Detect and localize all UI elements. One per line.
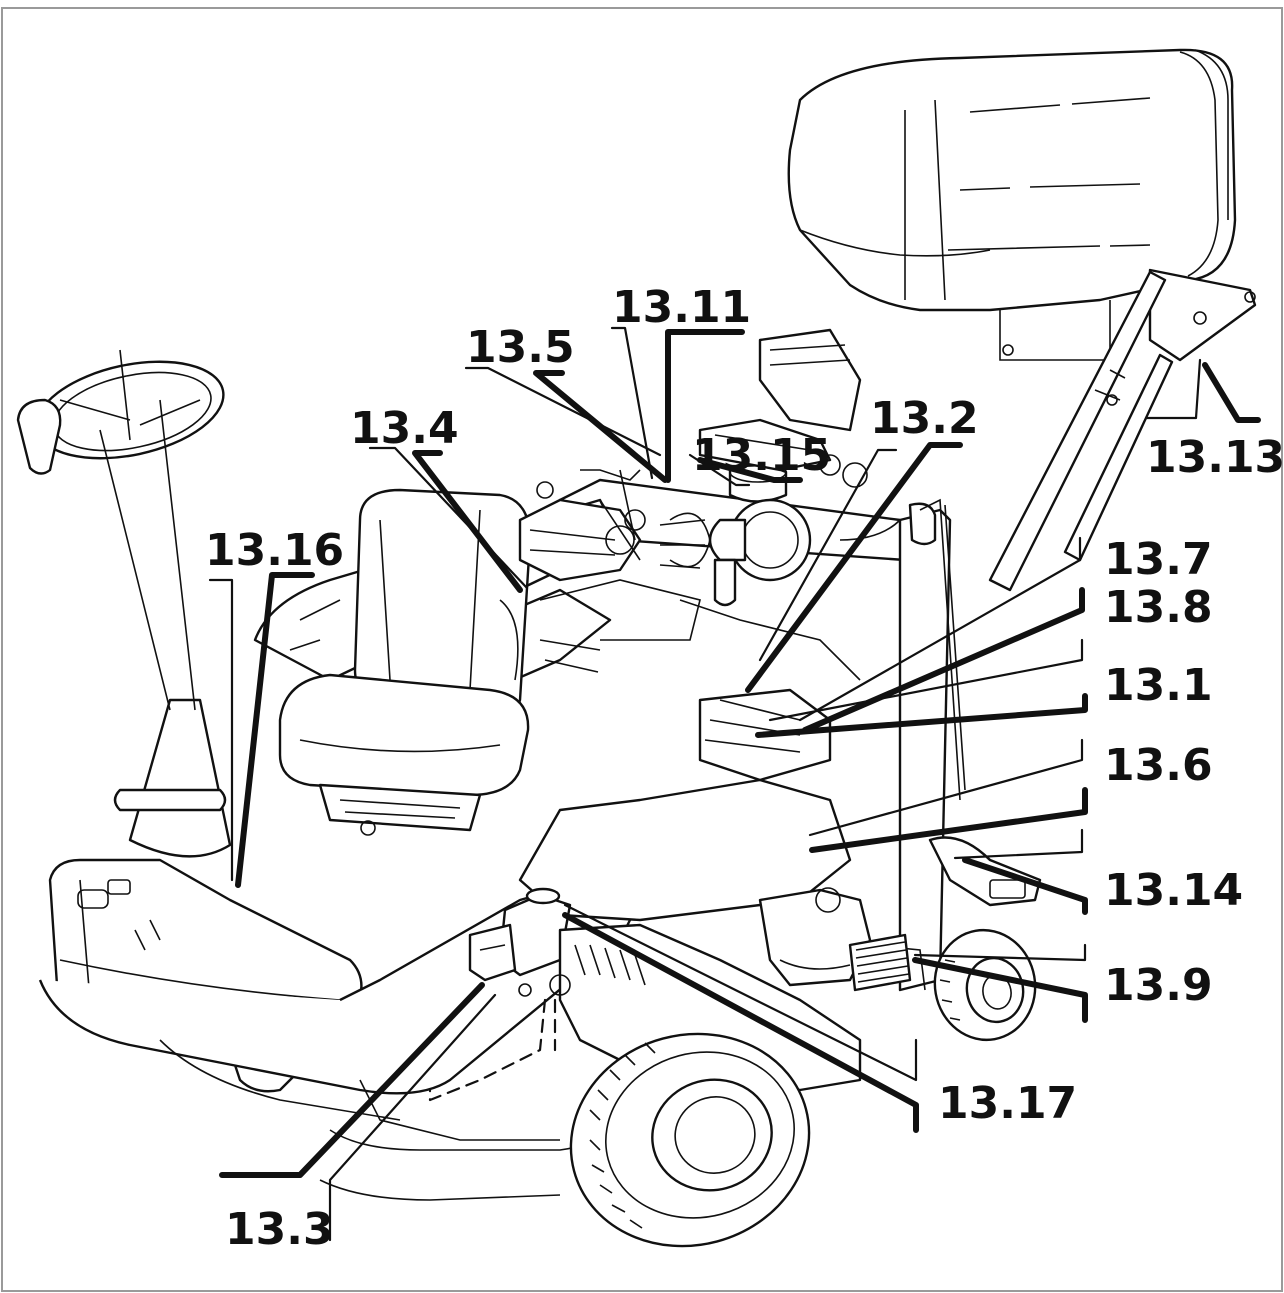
callout-13-11: 13.11 xyxy=(612,282,751,333)
grass-catcher xyxy=(787,48,1237,361)
border xyxy=(1,7,1283,1292)
frame-rails xyxy=(289,469,966,801)
callout-13-16: 13.16 xyxy=(205,525,344,576)
callout-13-8: 13.8 xyxy=(1104,582,1213,633)
mower-illustration xyxy=(16,48,1257,1248)
lift-arm xyxy=(988,268,1257,592)
callout-13-2: 13.2 xyxy=(870,393,979,444)
callout-labels: 13.11 13.5 13.4 13.15 13.2 13.13 13.16 1… xyxy=(205,282,1284,1255)
callout-13-1: 13.1 xyxy=(1104,660,1213,711)
callout-13-6: 13.6 xyxy=(1104,740,1213,791)
steering xyxy=(16,349,232,858)
callout-13-9: 13.9 xyxy=(1104,960,1213,1011)
front-wheel xyxy=(569,1032,811,1248)
callout-13-4: 13.4 xyxy=(350,403,459,454)
callout-13-17: 13.17 xyxy=(938,1078,1077,1129)
callout-13-14: 13.14 xyxy=(1104,865,1243,916)
callout-13-3: 13.3 xyxy=(225,1204,334,1255)
callout-13-5: 13.5 xyxy=(466,322,575,373)
callout-13-15: 13.15 xyxy=(692,430,831,481)
callout-13-7: 13.7 xyxy=(1104,534,1213,585)
callout-13-13: 13.13 xyxy=(1146,432,1284,483)
vent-grille xyxy=(848,933,912,992)
leader-lines xyxy=(208,326,1261,1242)
